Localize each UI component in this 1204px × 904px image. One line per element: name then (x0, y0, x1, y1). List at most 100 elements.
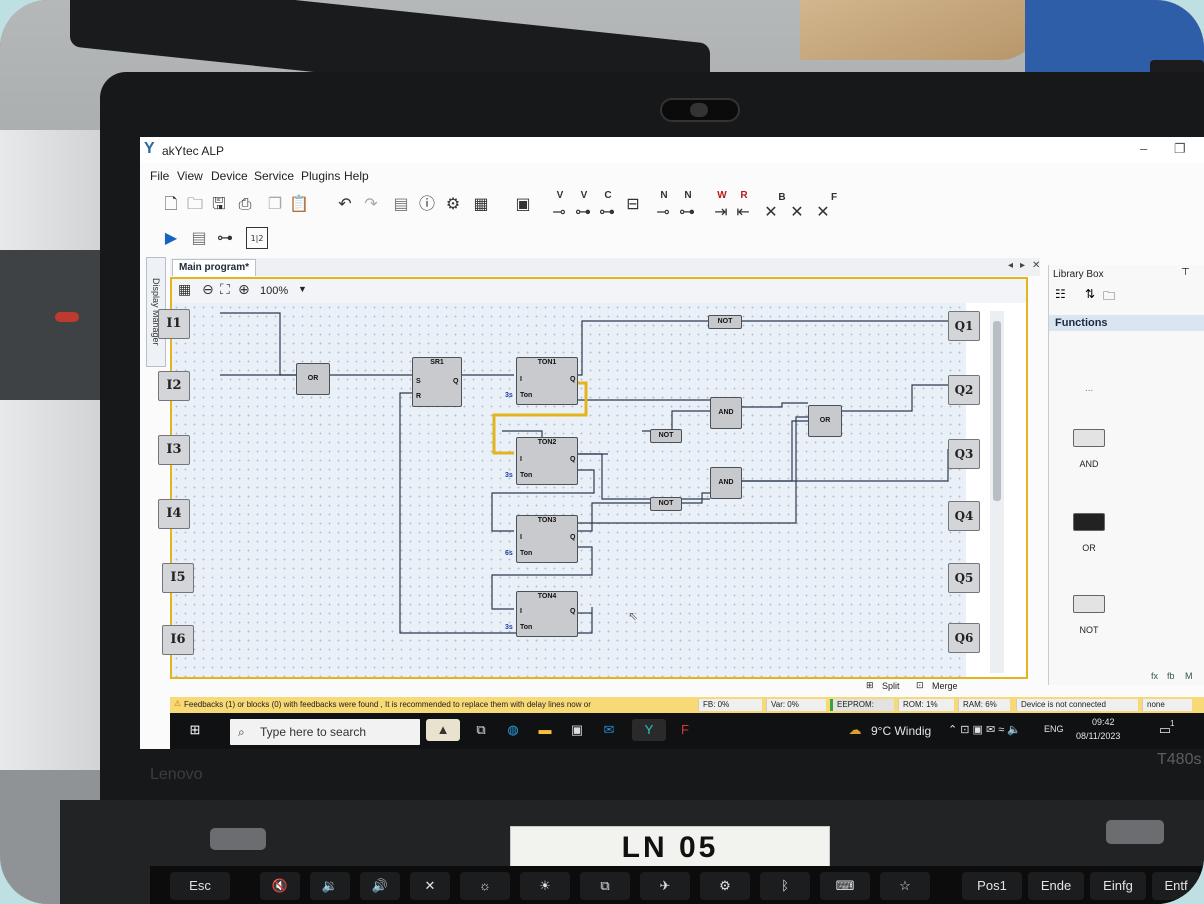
store-icon[interactable]: ▣ (570, 722, 584, 737)
calendar-icon[interactable]: ▣ (515, 194, 531, 213)
key-vol-down[interactable]: 🔉 (310, 872, 350, 900)
output-pin-q1[interactable]: Q1 (948, 311, 980, 341)
key-brightness-up[interactable]: ☀ (520, 872, 570, 900)
taskbar-search-box[interactable]: ⌕ Type here to search (230, 719, 420, 745)
or-gate-left[interactable]: OR (296, 363, 330, 395)
view-mode-icon[interactable]: ☷ (1055, 287, 1066, 301)
simulate-icon[interactable]: ▤ (191, 228, 207, 247)
tray-icons[interactable]: ⌃ ⊡ ▣ ✉ ≈ 🔈 (948, 724, 1022, 736)
float-connector-icon[interactable]: ✕ (816, 202, 830, 221)
scrollbar-thumb[interactable] (993, 321, 1001, 501)
new-file-icon[interactable]: 🗋 (164, 194, 178, 213)
pin-icon[interactable]: ⊤ (1181, 267, 1190, 278)
input-pin-i5[interactable]: I5 (162, 563, 194, 593)
bit-connector-icon[interactable]: ✕ (764, 202, 778, 221)
compile-icon[interactable]: ▤ (393, 194, 409, 213)
split-icon[interactable]: ⊞ (866, 680, 874, 690)
clock-date[interactable]: 08/11/2023 (1076, 731, 1121, 741)
output-pin-q5[interactable]: Q5 (948, 563, 980, 593)
network-input-icon[interactable]: ⊸ (656, 202, 670, 221)
sort-icon[interactable]: ⇅ (1085, 287, 1096, 301)
tab-main-program[interactable]: Main program* (172, 259, 257, 276)
library-item-or[interactable]: OR (1059, 513, 1119, 553)
mail-icon[interactable]: ✉ (603, 722, 615, 737)
not-gate-mid[interactable]: NOT (650, 429, 682, 443)
weather-text[interactable]: 9°C Windig (871, 724, 932, 738)
menu-device[interactable]: Device (211, 169, 248, 183)
key-display[interactable]: ⧉ (580, 872, 630, 900)
menu-plugins[interactable]: Plugins (301, 169, 341, 183)
ton2-block[interactable]: TON2 I Q Ton 3s (505, 437, 578, 485)
library-item-not[interactable]: NOT (1059, 595, 1119, 635)
ton3-block[interactable]: TON3 I Q Ton 6s (505, 515, 578, 563)
merge-icon[interactable]: ⊡ (916, 680, 924, 690)
lock-icon[interactable]: 1|2 (246, 227, 268, 249)
file-explorer-icon[interactable]: ▬ (538, 722, 552, 737)
and-gate-1[interactable]: AND (710, 397, 742, 429)
library-tab-m[interactable]: M (1185, 671, 1193, 681)
tab-prev-icon[interactable]: ◂ (1008, 260, 1014, 271)
device-settings-icon[interactable]: ⚙ (445, 194, 461, 213)
menu-file[interactable]: File (150, 169, 170, 183)
zoom-fit-icon[interactable]: ⛶ (220, 282, 230, 298)
redo-icon[interactable]: ↷ (364, 194, 378, 213)
menu-service[interactable]: Service (254, 169, 295, 183)
output-pin-q6[interactable]: Q6 (948, 623, 980, 653)
macro-icon[interactable]: ⊟ (626, 194, 640, 213)
zoom-dropdown-icon[interactable]: ▼ (298, 284, 307, 294)
or-gate-right[interactable]: OR (808, 405, 842, 437)
not-gate-top[interactable]: NOT (708, 315, 742, 329)
library-tab-fx[interactable]: fx (1151, 671, 1159, 681)
key-favorite[interactable]: ☆ (880, 872, 930, 900)
akytec-alp-taskbar-icon[interactable]: Y (632, 719, 666, 741)
library-tab-fb[interactable]: fb (1167, 671, 1175, 681)
variable-input-icon[interactable]: ⊸ (552, 202, 566, 221)
search-highlight-image[interactable]: ▲ (426, 719, 460, 741)
save-icon[interactable]: 🖫 (212, 194, 226, 213)
copy-icon[interactable]: ❐ (267, 194, 283, 213)
output-pin-q2[interactable]: Q2 (948, 375, 980, 405)
key-brightness-down[interactable]: ☼ (460, 872, 510, 900)
key-mute[interactable]: 🔇 (260, 872, 300, 900)
print-icon[interactable]: ⎙ (238, 194, 252, 213)
zoom-out-icon[interactable]: ⊖ (202, 282, 214, 298)
debug-icon[interactable]: ⊶ (217, 228, 233, 247)
functions-section-header[interactable]: Functions (1049, 315, 1204, 331)
ton4-block[interactable]: TON4 I Q Ton 3s (505, 591, 578, 637)
menu-help[interactable]: Help (344, 169, 369, 183)
undo-icon[interactable]: ↶ (338, 194, 352, 213)
notifications-icon[interactable]: ▭ (1158, 722, 1172, 737)
key-esc[interactable]: Esc (170, 872, 230, 900)
pdf-reader-icon[interactable]: F (681, 722, 689, 737)
tab-next-icon[interactable]: ▸ (1020, 260, 1026, 271)
int-connector-icon[interactable]: ✕ (790, 202, 804, 221)
split-button[interactable]: Split (882, 681, 900, 691)
merge-button[interactable]: Merge (932, 681, 958, 691)
output-pin-q4[interactable]: Q4 (948, 501, 980, 531)
device-info-icon[interactable]: ⓘ (418, 194, 435, 213)
key-mic-mute[interactable]: ✕ (410, 872, 450, 900)
constant-icon[interactable]: ⊶ (599, 202, 615, 221)
editor-vertical-scrollbar[interactable] (990, 311, 1004, 673)
key-bluetooth[interactable]: ᛒ (760, 872, 810, 900)
key-entf[interactable]: Entf (1152, 872, 1200, 900)
key-settings[interactable]: ⚙ (700, 872, 750, 900)
language-indicator[interactable]: ENG (1044, 724, 1064, 734)
grid-icon[interactable]: ▦ (178, 282, 192, 298)
folder-icon[interactable]: 🗀 (1103, 289, 1116, 303)
edge-browser-icon[interactable]: ◍ (507, 722, 519, 737)
play-icon[interactable]: ▶ (164, 228, 178, 247)
task-view-icon[interactable]: ⧉ (476, 722, 486, 737)
key-einfg[interactable]: Einfg (1090, 872, 1146, 900)
start-windows-icon[interactable]: ⊞ (189, 722, 201, 737)
library-item-and[interactable]: AND (1059, 429, 1119, 469)
variables-table-icon[interactable]: ▦ (473, 194, 489, 213)
key-ende[interactable]: Ende (1028, 872, 1084, 900)
clock-time[interactable]: 09:42 (1092, 717, 1115, 727)
tab-close-icon[interactable]: ✕ (1032, 260, 1041, 271)
read-icon[interactable]: ⇤ (736, 202, 750, 221)
input-pin-i3[interactable]: I3 (158, 435, 190, 465)
variable-output-icon[interactable]: ⊶ (575, 202, 591, 221)
key-keyboard[interactable]: ⌨ (820, 872, 870, 900)
restore-icon[interactable]: ❐ (1174, 141, 1186, 156)
